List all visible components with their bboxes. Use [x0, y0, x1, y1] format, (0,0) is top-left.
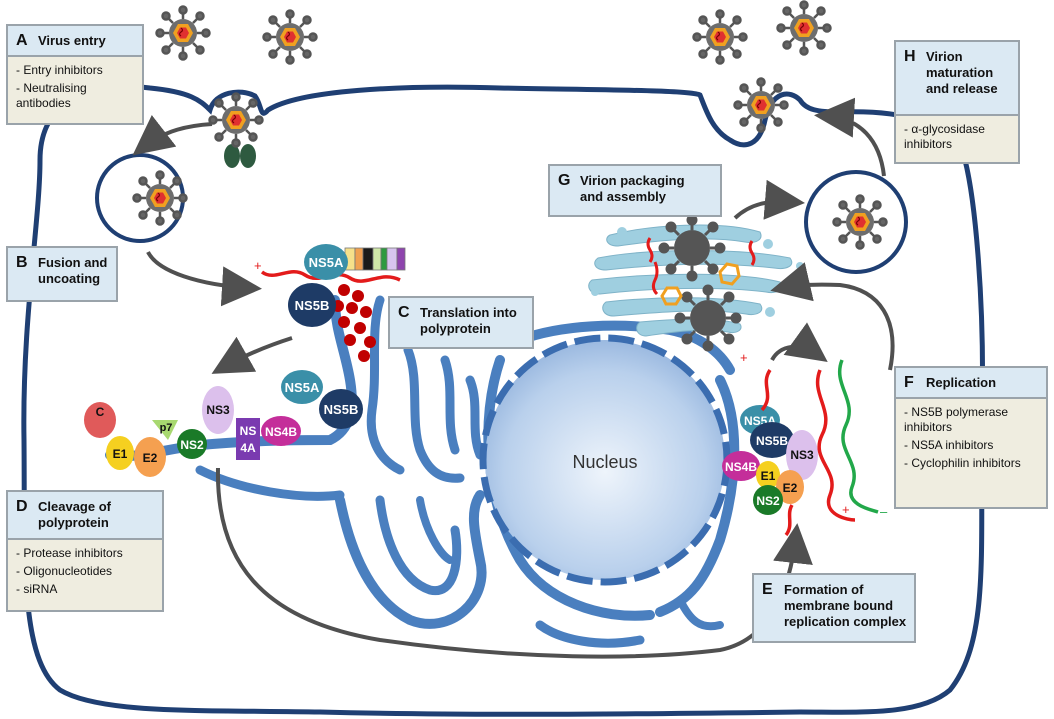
- stage-f-letter: F: [904, 374, 914, 391]
- polyprotein-bar: [344, 247, 406, 271]
- virion-endocytosed: [132, 170, 188, 226]
- nucleus: [485, 340, 725, 580]
- arrow-entry-to-vesicle: [132, 115, 213, 156]
- virion-binding: [208, 92, 264, 148]
- arrow-replication-to-golgi: [770, 262, 895, 371]
- protein-ns5b-complex: NS5B: [756, 434, 788, 448]
- stage-e-box: E Formation of membrane bound replicatio…: [752, 573, 916, 643]
- drug-oligonucleotides: - Oligonucleotides: [16, 564, 113, 578]
- protein-c: C: [96, 405, 105, 419]
- protein-ns2-complex: NS2: [756, 494, 780, 508]
- protein-ns5a-translation: NS5A: [309, 255, 344, 270]
- nucleus-label: Nucleus: [572, 452, 637, 472]
- stage-d-title: Cleavage of polyprotein: [38, 499, 111, 530]
- assembling-virion-1: [658, 214, 726, 282]
- stage-h-drugs: - α-glycosidase inhibitors: [894, 116, 1020, 164]
- drug-neutralising-antibodies: - Neutralising antibodies: [16, 81, 87, 110]
- protein-ns4b: NS4B: [265, 425, 297, 439]
- rna-plus-strand: [815, 369, 856, 522]
- stage-g-box: G Virion packaging and assembly: [548, 164, 722, 217]
- rna-plus-sign-3: +: [842, 502, 850, 517]
- stage-h-letter: H: [904, 48, 916, 65]
- stage-d-drugs: - Protease inhibitors - Oligonucleotides…: [6, 540, 164, 612]
- arrow-exocytic-to-release: [814, 97, 886, 177]
- receptor: [224, 144, 240, 168]
- stage-a-box: A Virus entry: [6, 24, 144, 57]
- drug-cyclophilin-inhibitors: - Cyclophilin inhibitors: [904, 456, 1021, 470]
- protein-e2-complex: E2: [783, 481, 798, 495]
- arrow-translation-to-cleavage: [211, 336, 293, 374]
- virion-outside-2: [262, 9, 318, 65]
- stage-a-drugs: - Entry inhibitors - Neutralising antibo…: [6, 57, 144, 125]
- stage-f-drugs: - NS5B polymerase inhibitors - NS5A inhi…: [894, 399, 1048, 509]
- arrow-vesicle-to-translation: [146, 250, 262, 307]
- protein-ns5b-cleaved: NS5B: [324, 402, 359, 417]
- stage-h-title: Virion maturation and release: [926, 49, 998, 96]
- virion-budding: [733, 77, 789, 133]
- protein-ns4a-top: NS: [240, 424, 257, 438]
- stage-b-title: Fusion and uncoating: [38, 255, 108, 286]
- protein-ns5b-translation: NS5B: [295, 298, 330, 313]
- protein-ns4a-bottom: 4A: [240, 441, 256, 455]
- stage-c-box: C Translation into polyprotein: [388, 296, 534, 349]
- drug-ns5a-inhibitors: - NS5A inhibitors: [904, 438, 994, 452]
- virion-released-1: [692, 9, 748, 65]
- drug-entry-inhibitors: - Entry inhibitors: [16, 63, 103, 77]
- stage-b-letter: B: [16, 254, 28, 271]
- stage-g-title: Virion packaging and assembly: [580, 173, 685, 204]
- stage-g-letter: G: [558, 172, 571, 189]
- rna-plus-sign-2: +: [740, 350, 748, 365]
- virion-released-2: [776, 0, 832, 56]
- stage-b-box: B Fusion and uncoating: [6, 246, 118, 302]
- rna-minus-sign: –: [880, 504, 888, 519]
- protein-ns3-complex: NS3: [790, 448, 814, 462]
- protein-ns2: NS2: [180, 438, 204, 452]
- exocytic-vesicle: [804, 170, 908, 274]
- stage-e-letter: E: [762, 581, 773, 598]
- arrow-golgi-to-exocytic: [733, 179, 805, 220]
- protein-e1-complex: E1: [761, 469, 776, 483]
- rna-plus-sign-1: +: [254, 258, 262, 273]
- drug-sirna: - siRNA: [16, 582, 58, 596]
- stage-h-box: H Virion maturation and release: [894, 40, 1020, 116]
- protein-p7: p7: [160, 422, 173, 434]
- stage-f-title: Replication: [926, 375, 997, 390]
- assembling-virion-2: [674, 284, 742, 352]
- drug-alpha-glycosidase-inhibitors: - α-glycosidase inhibitors: [904, 122, 985, 151]
- protein-ns5a-cleaved: NS5A: [285, 380, 320, 395]
- stage-e-title: Formation of membrane bound replication …: [784, 582, 907, 629]
- drug-protease-inhibitors: - Protease inhibitors: [16, 546, 123, 560]
- rna-minus-strand: [837, 359, 879, 514]
- virion-outside-1: [155, 5, 211, 61]
- protein-ns3: NS3: [206, 403, 230, 417]
- stage-a-title: Virus entry: [38, 33, 106, 48]
- drug-ns5b-polymerase-inhibitors: - NS5B polymerase inhibitors: [904, 405, 1009, 434]
- stage-a-letter: A: [16, 32, 28, 49]
- stage-c-letter: C: [398, 304, 410, 321]
- protein-ns4b-complex: NS4B: [725, 460, 757, 474]
- stage-c-title: Translation into polyprotein: [420, 305, 517, 336]
- stage-f-box: F Replication: [894, 366, 1048, 399]
- arrow-complex-to-replication: [770, 322, 828, 363]
- protein-e2: E2: [143, 451, 158, 465]
- protein-e1: E1: [113, 447, 128, 461]
- stage-d-box: D Cleavage of polyprotein: [6, 490, 164, 540]
- virion-in-exocytic-vesicle: [832, 194, 888, 250]
- stage-d-letter: D: [16, 498, 28, 515]
